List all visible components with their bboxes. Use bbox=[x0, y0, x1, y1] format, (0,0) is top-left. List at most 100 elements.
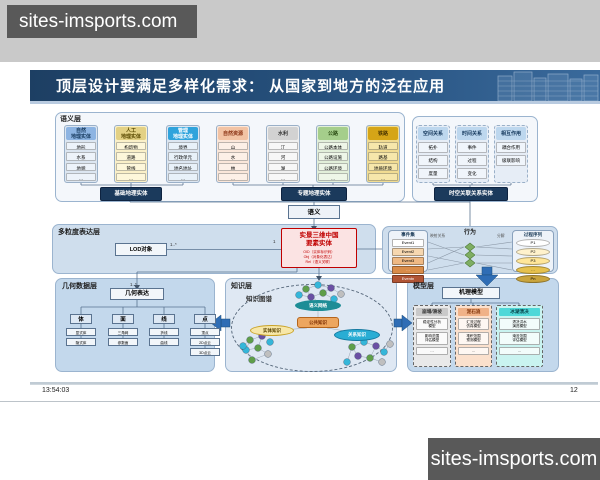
title-underline-strip bbox=[30, 101, 600, 104]
column-header: 铁路 bbox=[368, 127, 398, 140]
knowledge-graph-ellipse bbox=[231, 284, 393, 372]
mechanism-model-box: 机理模型 bbox=[442, 287, 500, 299]
geometry-root-box: 几何表达 bbox=[110, 288, 164, 300]
slide-page-number: 12 bbox=[570, 387, 578, 394]
column-management-entity: 管理 地理实体 境界 行政单元 地名地址 … bbox=[166, 125, 200, 183]
slide-timestamp: 13:54:03 bbox=[42, 387, 70, 394]
model-item: 溃决洪水 演进模型 bbox=[499, 318, 540, 331]
geometry-layer-label: 几何数据层 bbox=[62, 283, 97, 290]
process-item: P3 bbox=[516, 257, 550, 265]
column-item: 管线 bbox=[116, 162, 146, 171]
geometry-child: 显式体 bbox=[66, 328, 96, 336]
column-header: 自然 地理实体 bbox=[66, 127, 96, 140]
model-column-header: 泥石流 bbox=[458, 308, 489, 316]
knowledge-graph-label: 知识图谱 bbox=[246, 296, 272, 303]
column-item: … bbox=[218, 172, 248, 181]
column-header: 自然资源 bbox=[218, 127, 248, 140]
model-item: … bbox=[499, 346, 540, 355]
knowledge-layer-label: 知识层 bbox=[231, 283, 252, 290]
knowledge-node-center: 公共知识 bbox=[297, 317, 339, 328]
column-item: 公路本体 bbox=[318, 142, 348, 151]
column-header: 人工 地理实体 bbox=[116, 127, 146, 140]
granularity-layer-label: 多粒度表达层 bbox=[58, 229, 100, 236]
column-item: 地质环境 bbox=[368, 162, 398, 171]
model-column-header: 崩塌/滑坡 bbox=[416, 308, 448, 316]
slide-title-bar: 顶层设计要满足多样化需求： 从国家到地方的泛在应用 bbox=[30, 70, 600, 101]
geometry-child: 曲线 bbox=[149, 338, 179, 346]
multiplicity-label: 1..* bbox=[170, 242, 177, 247]
column-header: 时间关系 bbox=[457, 127, 487, 140]
process-item: Pn bbox=[516, 275, 550, 283]
model-item: 汇流过程 仿真模型 bbox=[458, 318, 489, 331]
core-entity-title: 实景三维中国 要素实体 bbox=[299, 232, 339, 248]
column-railway: 铁路 轨道 路基 地质环境 … bbox=[366, 125, 400, 183]
geometry-child: 2D点云 bbox=[190, 338, 220, 346]
column-item: 湖 bbox=[268, 162, 298, 171]
geometry-child: 折线 bbox=[149, 328, 179, 336]
column-water: 水利 江 河 湖 … bbox=[266, 125, 300, 183]
column-item: 地名地址 bbox=[168, 162, 198, 171]
watermark-top: sites-imsports.com bbox=[7, 5, 197, 38]
column-item: … bbox=[268, 172, 298, 181]
column-item: 林 bbox=[218, 162, 248, 171]
column-header: 空间关系 bbox=[418, 127, 448, 140]
lod-object-box: LOD对象 bbox=[115, 243, 167, 256]
geometry-branch-line: 线 bbox=[153, 314, 175, 324]
column-item: 度量 bbox=[418, 168, 448, 179]
geometry-branch-volume: 体 bbox=[70, 314, 92, 324]
process-item: P1 bbox=[516, 239, 550, 247]
column-item: 结构 bbox=[418, 155, 448, 166]
model-item: … bbox=[458, 346, 489, 355]
base-entity-box: 基础地理实体 bbox=[100, 187, 162, 201]
model-column-header: 冰湖溃决 bbox=[499, 308, 540, 316]
process-sequence-box: 过程序列 P1 P2 P3 … Pn bbox=[512, 230, 554, 283]
column-highway: 公路 公路本体 公路设施 公路环境 … bbox=[316, 125, 350, 183]
column-header: 水利 bbox=[268, 127, 298, 140]
event-set-label: 事件集 bbox=[401, 232, 415, 237]
column-interaction: 相互作用 耦合作用 级联影响 bbox=[494, 125, 528, 183]
watermark-bottom: sites-imsports.com bbox=[428, 438, 600, 480]
building-illustration bbox=[497, 71, 599, 101]
knowledge-node-right: 关系知识 bbox=[334, 329, 380, 341]
column-spatial-relation: 空间关系 拓扑 结构 度量 bbox=[416, 125, 450, 183]
process-item: … bbox=[516, 266, 550, 274]
model-item: 稳定性分析 模型 bbox=[416, 318, 448, 331]
column-item: 水 bbox=[218, 152, 248, 161]
model-item: 淹没范围 评估模型 bbox=[499, 332, 540, 345]
column-item: 地形 bbox=[66, 142, 96, 151]
column-artificial-entity: 人工 地理实体 构筑物 道路 管线 … bbox=[114, 125, 148, 183]
knowledge-node-left: 实体知识 bbox=[250, 325, 294, 336]
semantic-box: 语义 bbox=[288, 205, 340, 219]
column-item: … bbox=[168, 172, 198, 181]
column-item: 拓扑 bbox=[418, 142, 448, 153]
geometry-branch-surface: 面 bbox=[112, 314, 134, 324]
column-item: 河 bbox=[268, 152, 298, 161]
model-item: … bbox=[416, 346, 448, 355]
model-item: 堆积范围 预测模型 bbox=[458, 332, 489, 345]
behavior-title: 行为 bbox=[463, 230, 476, 236]
core-entity-attributes: OID（实体标识码） Obj（对象化表达） Rel（语义关联） bbox=[303, 250, 335, 264]
column-item: 变化 bbox=[457, 168, 487, 179]
column-item: 境界 bbox=[168, 142, 198, 151]
process-sequence-label: 过程序列 bbox=[523, 232, 543, 237]
column-item: 水系 bbox=[66, 152, 96, 161]
column-item: … bbox=[368, 172, 398, 181]
column-header: 公路 bbox=[318, 127, 348, 140]
column-item: 耦合作用 bbox=[496, 142, 526, 153]
column-item: 地貌 bbox=[66, 162, 96, 171]
event-item: Event2 bbox=[392, 248, 424, 256]
knowledge-node-top: 语义网络 bbox=[295, 300, 341, 311]
column-item: 公路环境 bbox=[318, 162, 348, 171]
semantic-layer-label: 语义层 bbox=[60, 116, 81, 123]
event-item: Event3 bbox=[392, 257, 424, 265]
column-item: 级联影响 bbox=[496, 155, 526, 166]
column-item: 道路 bbox=[116, 152, 146, 161]
column-item: 构筑物 bbox=[116, 142, 146, 151]
column-item: 山 bbox=[218, 142, 248, 151]
column-item: 公路设施 bbox=[318, 152, 348, 161]
geometry-child: 参数面 bbox=[108, 338, 138, 346]
geometry-child: 3D点云 bbox=[190, 348, 220, 356]
column-temporal-relation: 时间关系 事件 过程 变化 bbox=[455, 125, 489, 183]
model-layer-label: 模型层 bbox=[413, 283, 434, 290]
